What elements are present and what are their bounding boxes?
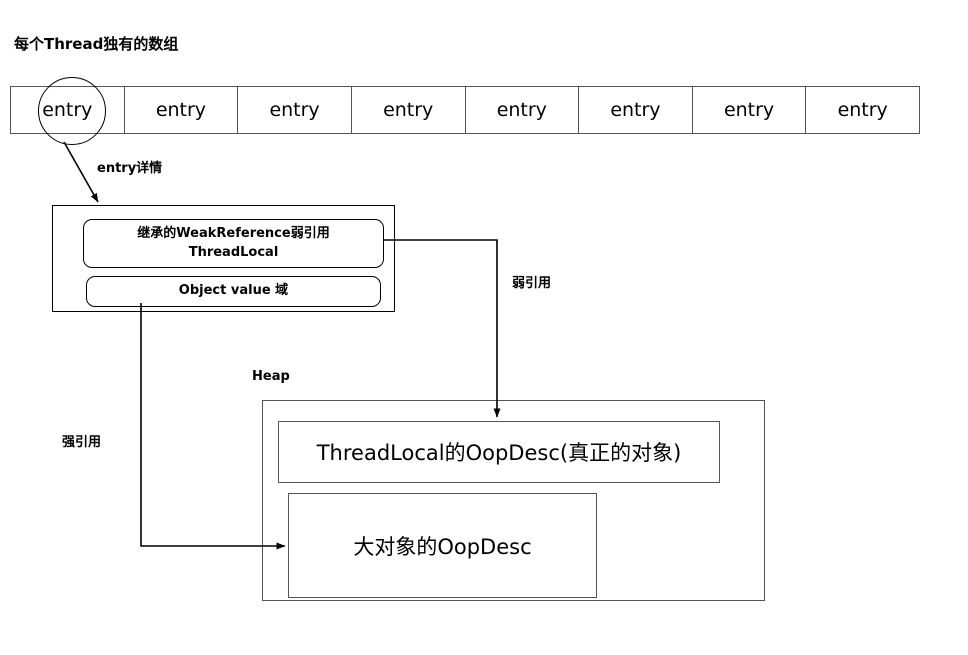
weak-reference-field: 继承的WeakReference弱引用 ThreadLocal [83,219,384,268]
entry-cell-0[interactable]: entry [11,87,125,133]
weak-reference-field-line2: ThreadLocal [188,244,279,260]
entry-detail-box: 继承的WeakReference弱引用 ThreadLocal Object v… [52,205,395,312]
entry-cell-5[interactable]: entry [579,87,693,133]
entry-cell-2[interactable]: entry [238,87,352,133]
entry-detail-arrow [63,141,99,203]
entry-detail-label: entry详情 [97,161,163,176]
page-title: 每个Thread独有的数组 [14,35,179,53]
big-object-oopdesc-box: 大对象的OopDesc [288,493,597,598]
threadlocal-oopdesc-box: ThreadLocal的OopDesc(真正的对象) [278,421,720,483]
thread-local-entry-array: entry entry entry entry entry entry entr… [10,86,920,134]
weak-reference-arrow [383,239,501,418]
weak-reference-field-line1: 继承的WeakReference弱引用 [137,225,330,241]
entry-cell-3[interactable]: entry [352,87,466,133]
entry-cell-7[interactable]: entry [837,99,888,121]
entry-cell-6[interactable]: entry [693,87,807,133]
strong-reference-label: 强引用 [62,435,102,450]
entry-cell-1[interactable]: entry [125,87,239,133]
object-value-field: Object value 域 [86,276,381,307]
entry-cell-4[interactable]: entry [466,87,580,133]
weak-reference-label: 弱引用 [512,276,552,291]
heap-label: Heap [252,369,290,384]
